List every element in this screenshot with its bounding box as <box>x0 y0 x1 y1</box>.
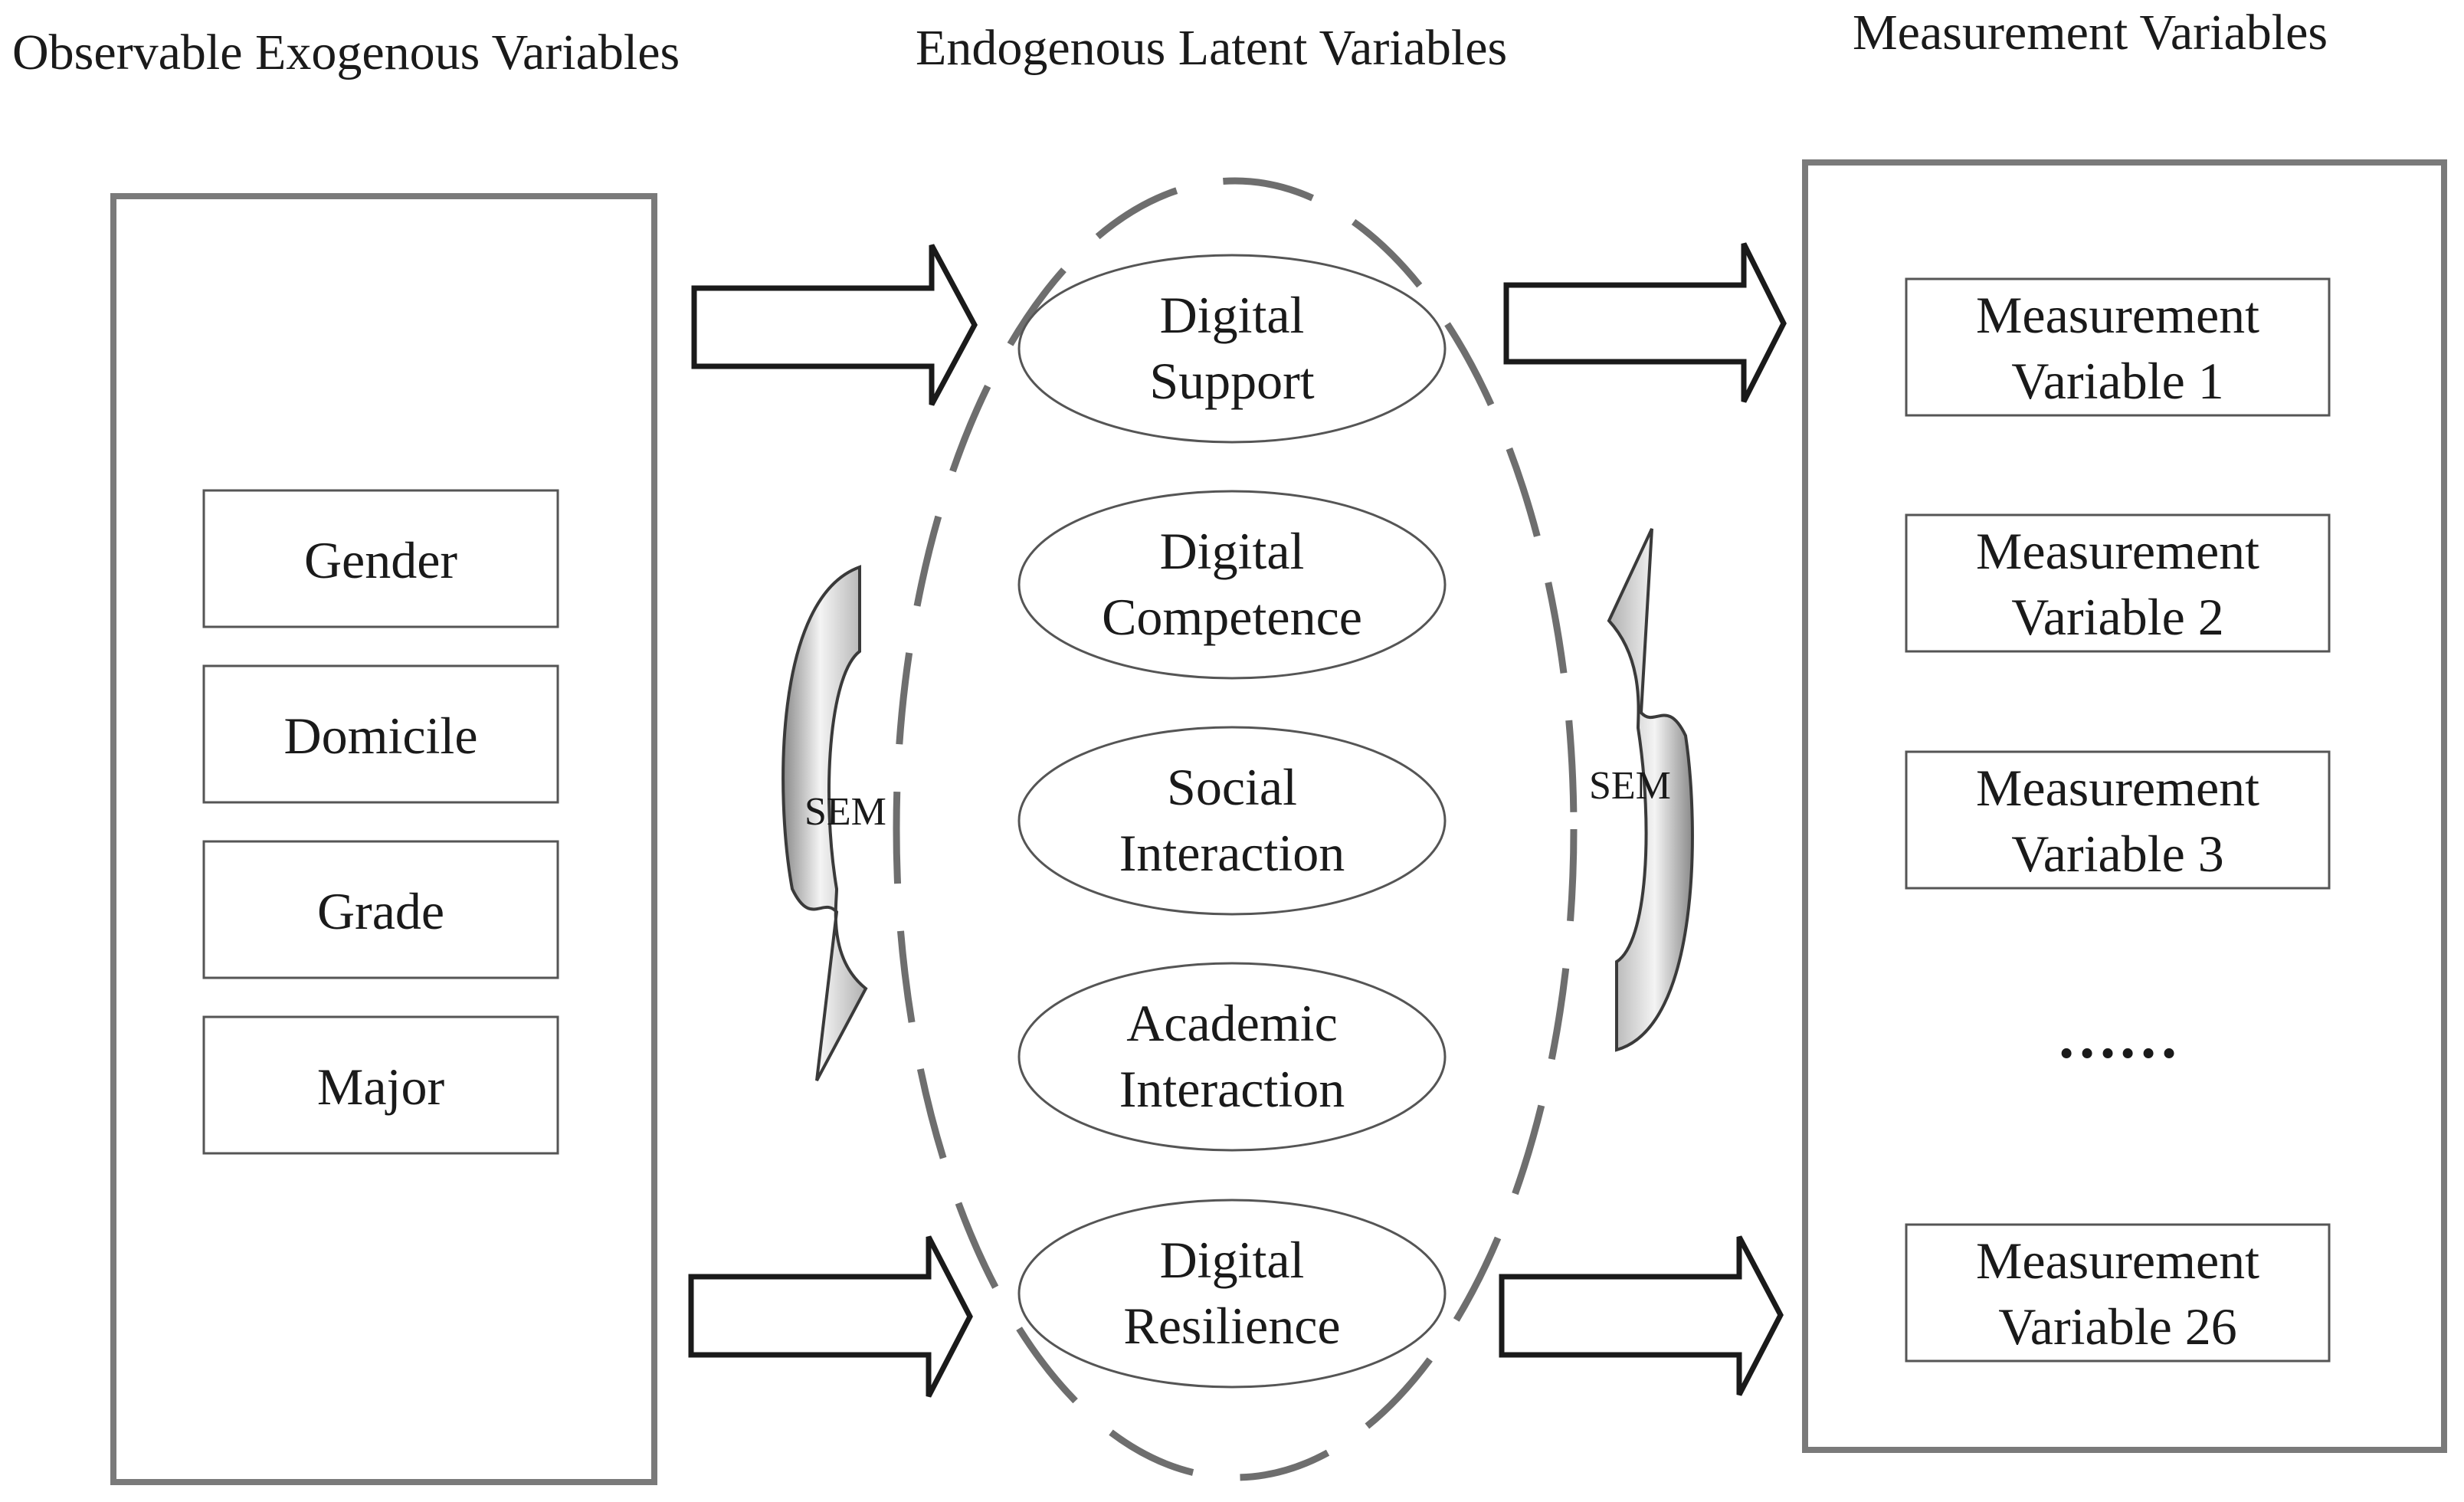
sem-curved-arrow-left <box>781 565 868 1081</box>
latent-variable-line2: Interaction <box>1119 1060 1345 1118</box>
exogenous-variable-box: Grade <box>202 840 559 979</box>
latent-variable-oval: Digital Resilience <box>1017 1199 1447 1389</box>
latent-variable-oval: Social Interaction <box>1017 726 1447 916</box>
exogenous-variable-label: Domicile <box>283 707 477 765</box>
latent-variable-line1: Academic <box>1126 994 1338 1052</box>
measurement-variable-line1: Measurement <box>1976 286 2259 344</box>
latent-variable-line1: Digital <box>1160 286 1305 344</box>
latent-variable-line2: Support <box>1149 352 1314 410</box>
sem-label-left: SEM <box>804 790 886 834</box>
arrow-exogenous-to-latent-bottom <box>688 1235 973 1398</box>
exogenous-container <box>110 193 657 1485</box>
latent-variable-oval: Academic Interaction <box>1017 962 1447 1152</box>
latent-variable-line2: Competence <box>1102 588 1362 646</box>
exogenous-variable-label: Major <box>317 1058 445 1116</box>
measurement-variable-box: Measurement Variable 3 <box>1905 750 2331 890</box>
measurement-variable-line2: Variable 3 <box>2011 825 2224 883</box>
measurement-variable-line1: Measurement <box>1976 522 2259 580</box>
latent-variable-oval: Digital Support <box>1017 254 1447 444</box>
arrow-exogenous-to-latent-top <box>691 244 978 406</box>
latent-variable-line2: Resilience <box>1123 1297 1340 1355</box>
latent-variable-oval: Digital Competence <box>1017 490 1447 680</box>
measurement-variable-line2: Variable 26 <box>1998 1297 2237 1356</box>
measurement-variable-box: Measurement Variable 2 <box>1905 513 2331 653</box>
sem-curved-arrow-right <box>1607 528 1694 1052</box>
arrow-latent-to-measurement-top <box>1503 242 1787 403</box>
exogenous-variable-box: Major <box>202 1015 559 1155</box>
sem-label-right: SEM <box>1589 764 1671 808</box>
measurement-ellipsis: …… <box>2056 1004 2179 1071</box>
measurement-variable-line1: Measurement <box>1976 759 2259 817</box>
measurement-variable-box: Measurement Variable 26 <box>1905 1223 2331 1363</box>
latent-variable-line1: Digital <box>1160 1231 1305 1289</box>
measurement-variable-line2: Variable 1 <box>2011 352 2224 410</box>
arrow-latent-to-measurement-bottom <box>1499 1235 1784 1396</box>
latent-variables-dashed-ellipse <box>893 177 1578 1481</box>
heading-endogenous: Endogenous Latent Variables <box>916 20 1507 76</box>
exogenous-variable-label: Grade <box>317 882 444 940</box>
latent-variable-line1: Digital <box>1160 522 1305 580</box>
measurement-variable-box: Measurement Variable 1 <box>1905 277 2331 417</box>
exogenous-variable-box: Domicile <box>202 664 559 804</box>
latent-variable-line1: Social <box>1167 758 1297 816</box>
measurement-variable-line2: Variable 2 <box>2011 588 2224 646</box>
exogenous-variable-label: Gender <box>304 531 457 589</box>
latent-variable-line2: Interaction <box>1119 824 1345 882</box>
measurement-variable-line1: Measurement <box>1976 1231 2259 1290</box>
heading-measurement: Measurement Variables <box>1853 5 2328 61</box>
heading-exogenous: Observable Exogenous Variables <box>12 25 680 80</box>
exogenous-variable-box: Gender <box>202 489 559 628</box>
